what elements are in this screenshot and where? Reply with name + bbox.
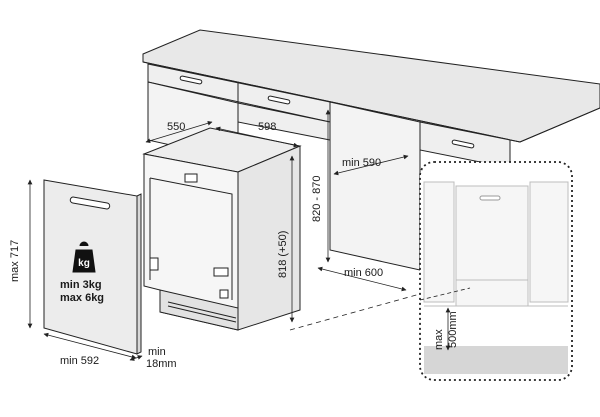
detail-inset: max 500mm bbox=[419, 161, 573, 381]
door-handle bbox=[69, 196, 111, 210]
weight-icon: kg bbox=[72, 241, 96, 273]
height-label: 818 (+50) bbox=[277, 231, 289, 278]
kitchen-cabinets bbox=[142, 29, 600, 271]
weight-max-label: max 6kg bbox=[60, 292, 104, 304]
cabinet-depth-label: min 590 bbox=[342, 157, 381, 169]
door-thickness-value: 18mm bbox=[146, 358, 177, 370]
width-label: 598 bbox=[258, 121, 276, 133]
base-depth-label: min 600 bbox=[344, 267, 383, 279]
height-range-label: 820 - 870 bbox=[311, 176, 323, 222]
plinth-max-label: max bbox=[433, 329, 445, 350]
dishwasher-body bbox=[142, 127, 302, 331]
plinth-value-label: 500mm bbox=[447, 311, 459, 348]
inset-connector bbox=[419, 287, 471, 301]
drawer-handle bbox=[451, 139, 475, 149]
dimension-lines bbox=[27, 109, 421, 361]
depth-label: 550 bbox=[167, 121, 185, 133]
weight-icon-label: kg bbox=[78, 258, 90, 269]
door-thickness-label: min bbox=[148, 346, 166, 358]
drawer-handle bbox=[179, 75, 203, 85]
drawer-handle bbox=[267, 95, 291, 105]
right-cabinet bbox=[329, 101, 421, 271]
weight-min-label: min 3kg bbox=[60, 279, 102, 291]
door-height-label: max 717 bbox=[9, 240, 21, 282]
door-width-label: min 592 bbox=[60, 355, 99, 367]
